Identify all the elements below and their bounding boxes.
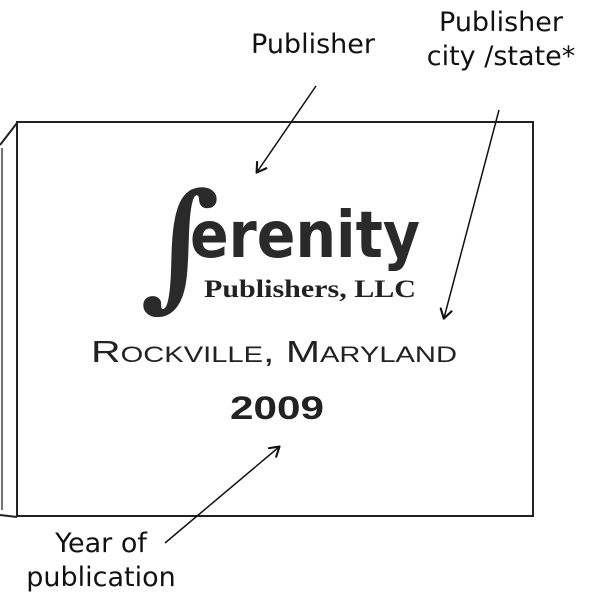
book-spine [0,122,18,518]
publisher-suffix: Publishers, LLC [204,276,416,303]
year-arrow [164,445,281,544]
city-state-callout-line2: city /state* [426,41,576,72]
imprint-year: 2009 [230,390,324,426]
logo-initial: ∫ [140,162,220,325]
city-state-arrow [439,109,500,320]
publisher-arrow [255,85,317,174]
publisher-logo: ∫ erenity Publishers, LLC [140,162,420,325]
publisher-callout-label: Publisher [251,29,375,60]
year-callout-line1: Year of [55,528,147,559]
logo-wordmark: erenity [190,199,420,273]
publisher-callout: Publisher [238,28,388,62]
year-callout: Year of publication [8,527,194,595]
imprint-city-state: Rockville, Maryland [91,334,457,369]
title-page-frame [16,121,534,517]
city-state-callout-line1: Publisher [439,7,563,38]
year-callout-line2: publication [26,562,176,593]
city-state-callout: Publisher city /state* [412,6,590,74]
